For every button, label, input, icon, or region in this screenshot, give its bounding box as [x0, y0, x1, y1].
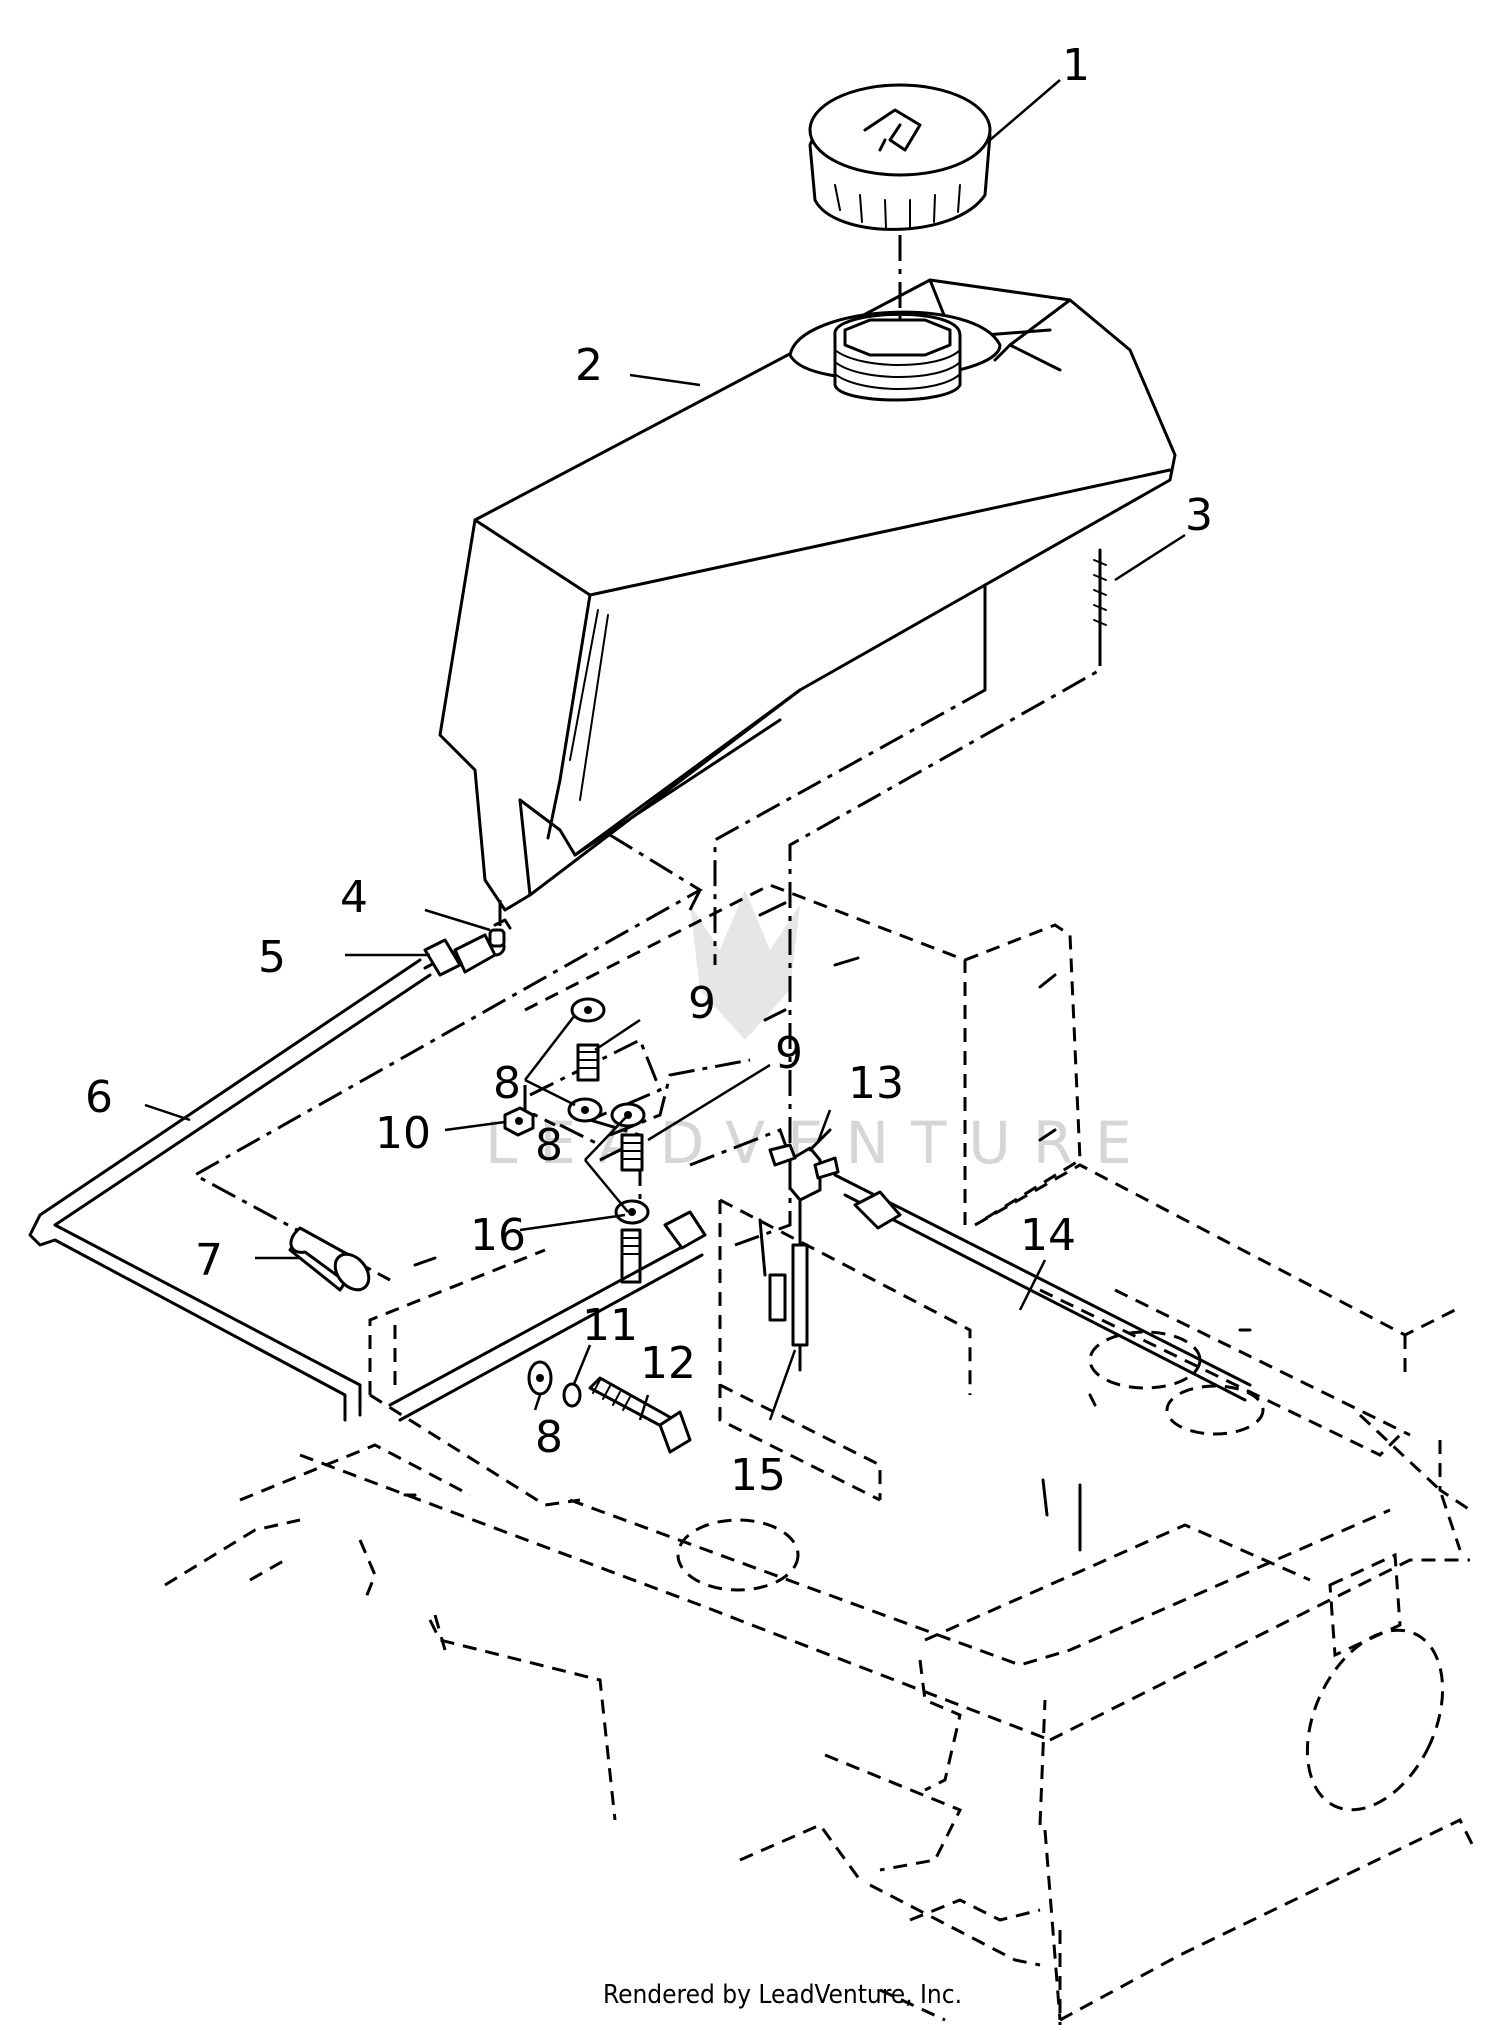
callout-5: 5 [258, 932, 286, 983]
callout-6: 6 [85, 1072, 113, 1123]
callout-7: 7 [195, 1235, 223, 1286]
mower-frame [164, 883, 1477, 2025]
callout-2: 2 [575, 340, 603, 391]
callout-4: 4 [340, 872, 368, 923]
watermark-logo: LEADVENTURE [485, 890, 1132, 1177]
fuel-filter [288, 1226, 371, 1292]
callout-15: 15 [730, 1450, 786, 1501]
callout-13: 13 [848, 1058, 904, 1109]
leader-lines [144, 79, 1186, 1421]
fuel-cap [808, 83, 992, 231]
callout-1: 1 [1062, 40, 1090, 91]
callout-14: 14 [1020, 1210, 1076, 1261]
callout-12: 12 [640, 1338, 696, 1389]
callout-3: 3 [1185, 490, 1213, 541]
callout-9-lower: 9 [775, 1028, 803, 1079]
fuel-tank [438, 278, 1177, 912]
callout-9-upper: 9 [688, 978, 716, 1029]
rendered-by-footer: Rendered by LeadVenture, Inc. [603, 1980, 962, 2010]
callout-numbers: 1 2 3 4 5 6 7 8 8 8 9 9 10 11 12 13 14 1… [85, 40, 1213, 1501]
hose-clamp-and-fitting [423, 918, 512, 977]
callout-10: 10 [375, 1108, 431, 1159]
fuel-line [28, 943, 470, 1422]
callout-8-middle: 8 [535, 1120, 563, 1171]
callout-8-lower: 8 [535, 1412, 563, 1463]
callout-16: 16 [470, 1210, 526, 1261]
hardware [503, 997, 692, 1454]
shutoff-valve-and-rods [388, 1128, 1252, 1422]
callout-8-upper: 8 [493, 1058, 521, 1109]
callout-11: 11 [582, 1300, 638, 1351]
